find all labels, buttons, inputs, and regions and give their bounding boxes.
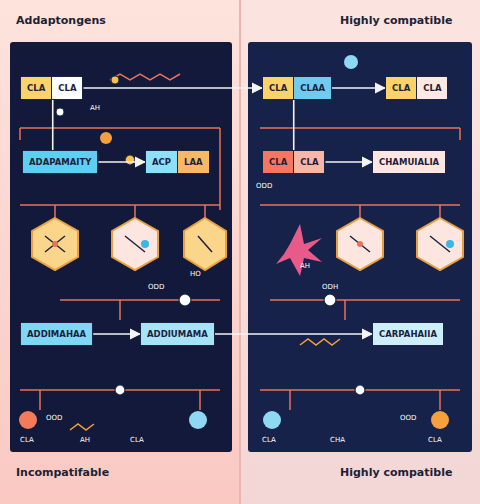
box-label: ADDIMAHAA	[21, 323, 92, 345]
right-ground	[240, 0, 480, 504]
process-box: CLACLA	[262, 150, 325, 174]
divider	[239, 0, 241, 504]
process-box: ADDIUMAMA	[140, 322, 215, 346]
atom-label: OOD	[400, 414, 416, 422]
box-label: LAA	[177, 151, 209, 173]
atom-label: OOD	[46, 414, 62, 422]
box-label: CLA	[263, 151, 293, 173]
connector	[52, 100, 54, 150]
atom-label: ODD	[148, 283, 164, 291]
connector	[325, 161, 372, 163]
right-panel	[248, 42, 472, 452]
box-label: CHAMUIALIA	[373, 151, 445, 173]
connector	[293, 100, 295, 150]
box-label: ADAPAMAITY	[23, 151, 97, 173]
process-box: CLACLA	[20, 76, 83, 100]
box-label: ACP	[146, 151, 177, 173]
atom-label: HO	[190, 270, 201, 278]
flowers	[19, 55, 449, 429]
panel-heading: Highly compatible	[340, 14, 452, 27]
junction-dots	[56, 76, 365, 395]
atom-label: AH	[80, 436, 90, 444]
panel-heading: Incompatifable	[16, 466, 109, 479]
atom-label: CHA	[330, 436, 345, 444]
atom-label: AH	[90, 104, 100, 112]
left-ground	[0, 0, 240, 504]
box-label: ADDIUMAMA	[141, 323, 214, 345]
process-box: ACPLAA	[145, 150, 210, 174]
panel-heading: Highly compatible	[340, 466, 452, 479]
box-label: CLA	[51, 77, 82, 99]
process-box: CLACLA	[385, 76, 448, 100]
process-box: CARPAHAIIA	[372, 322, 444, 346]
atom-label: ODH	[322, 283, 338, 291]
box-label: CLA	[263, 77, 293, 99]
box-label: CLA	[21, 77, 51, 99]
box-label: CARPAHAIIA	[373, 323, 443, 345]
process-box: ADDIMAHAA	[20, 322, 93, 346]
hexagon-molecules	[32, 218, 463, 270]
atom-label: CLA	[262, 436, 276, 444]
process-box: ADAPAMAITY	[22, 150, 98, 174]
connector	[98, 161, 145, 163]
atom-label: CLA	[130, 436, 144, 444]
process-box: CLACLAA	[262, 76, 332, 100]
connector	[83, 87, 262, 89]
atom-label: CLA	[428, 436, 442, 444]
left-panel	[10, 42, 232, 452]
panel-heading: Addaptongens	[16, 14, 106, 27]
atom-label: CLA	[20, 436, 34, 444]
box-label: CLA	[293, 151, 324, 173]
box-label: CLAA	[293, 77, 331, 99]
wires	[20, 74, 460, 430]
process-box: CHAMUIALIA	[372, 150, 446, 174]
box-label: CLA	[386, 77, 416, 99]
box-label: CLA	[416, 77, 447, 99]
connector	[93, 333, 140, 335]
connector	[332, 87, 385, 89]
connector	[215, 333, 372, 335]
atom-label: ODD	[256, 182, 272, 190]
atom-label: AH	[300, 262, 310, 270]
